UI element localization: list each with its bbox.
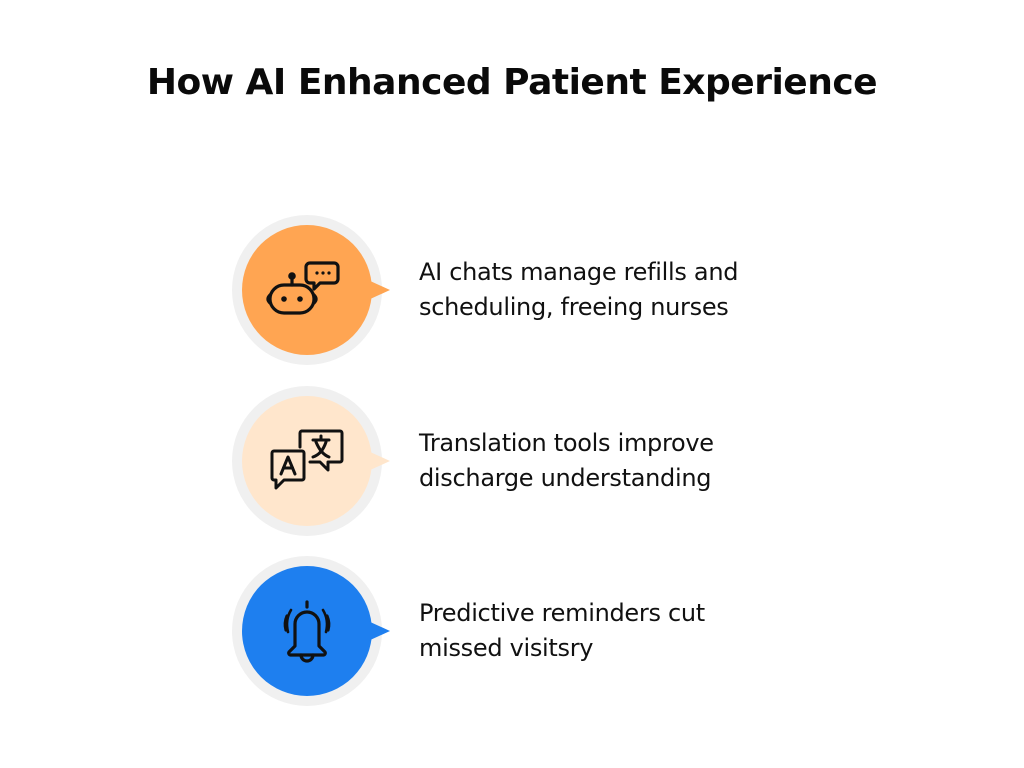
item-text: AI chats manage refills and scheduling, … (419, 255, 839, 325)
item-line-2: missed visitsry (419, 634, 594, 662)
pointer-arrow (368, 451, 390, 471)
pointer-arrow (368, 280, 390, 300)
item-ai-chats: AI chats manage refills and scheduling, … (0, 210, 1024, 370)
bell-alert-icon (283, 600, 331, 663)
item-line-2: scheduling, freeing nurses (419, 293, 729, 321)
item-line-1: Translation tools improve (419, 429, 714, 457)
robot-chat-icon (266, 261, 340, 315)
translate-icon (270, 429, 344, 490)
item-line-2: discharge understanding (419, 464, 712, 492)
icon-disc (242, 396, 372, 526)
item-reminders: Predictive reminders cut missed visitsry (0, 551, 1024, 711)
icon-disc (242, 225, 372, 355)
item-line-1: Predictive reminders cut (419, 599, 705, 627)
page-title: How AI Enhanced Patient Experience (146, 62, 878, 103)
pointer-arrow (368, 621, 390, 641)
icon-disc (242, 566, 372, 696)
item-text: Translation tools improve discharge unde… (419, 426, 839, 496)
item-translation: Translation tools improve discharge unde… (0, 381, 1024, 541)
item-text: Predictive reminders cut missed visitsry (419, 596, 839, 666)
item-line-1: AI chats manage refills and (419, 258, 739, 286)
